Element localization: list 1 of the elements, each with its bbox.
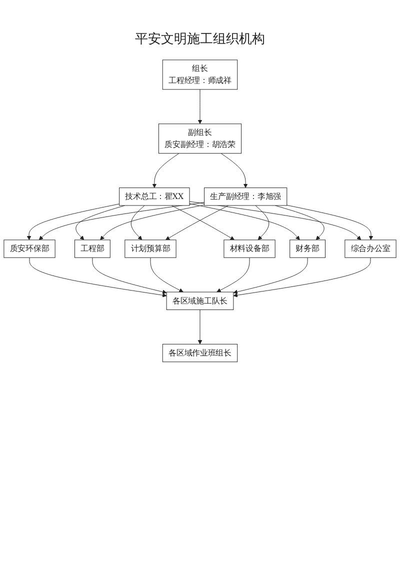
diagram-title: 平安文明施工组织机构	[134, 31, 266, 48]
